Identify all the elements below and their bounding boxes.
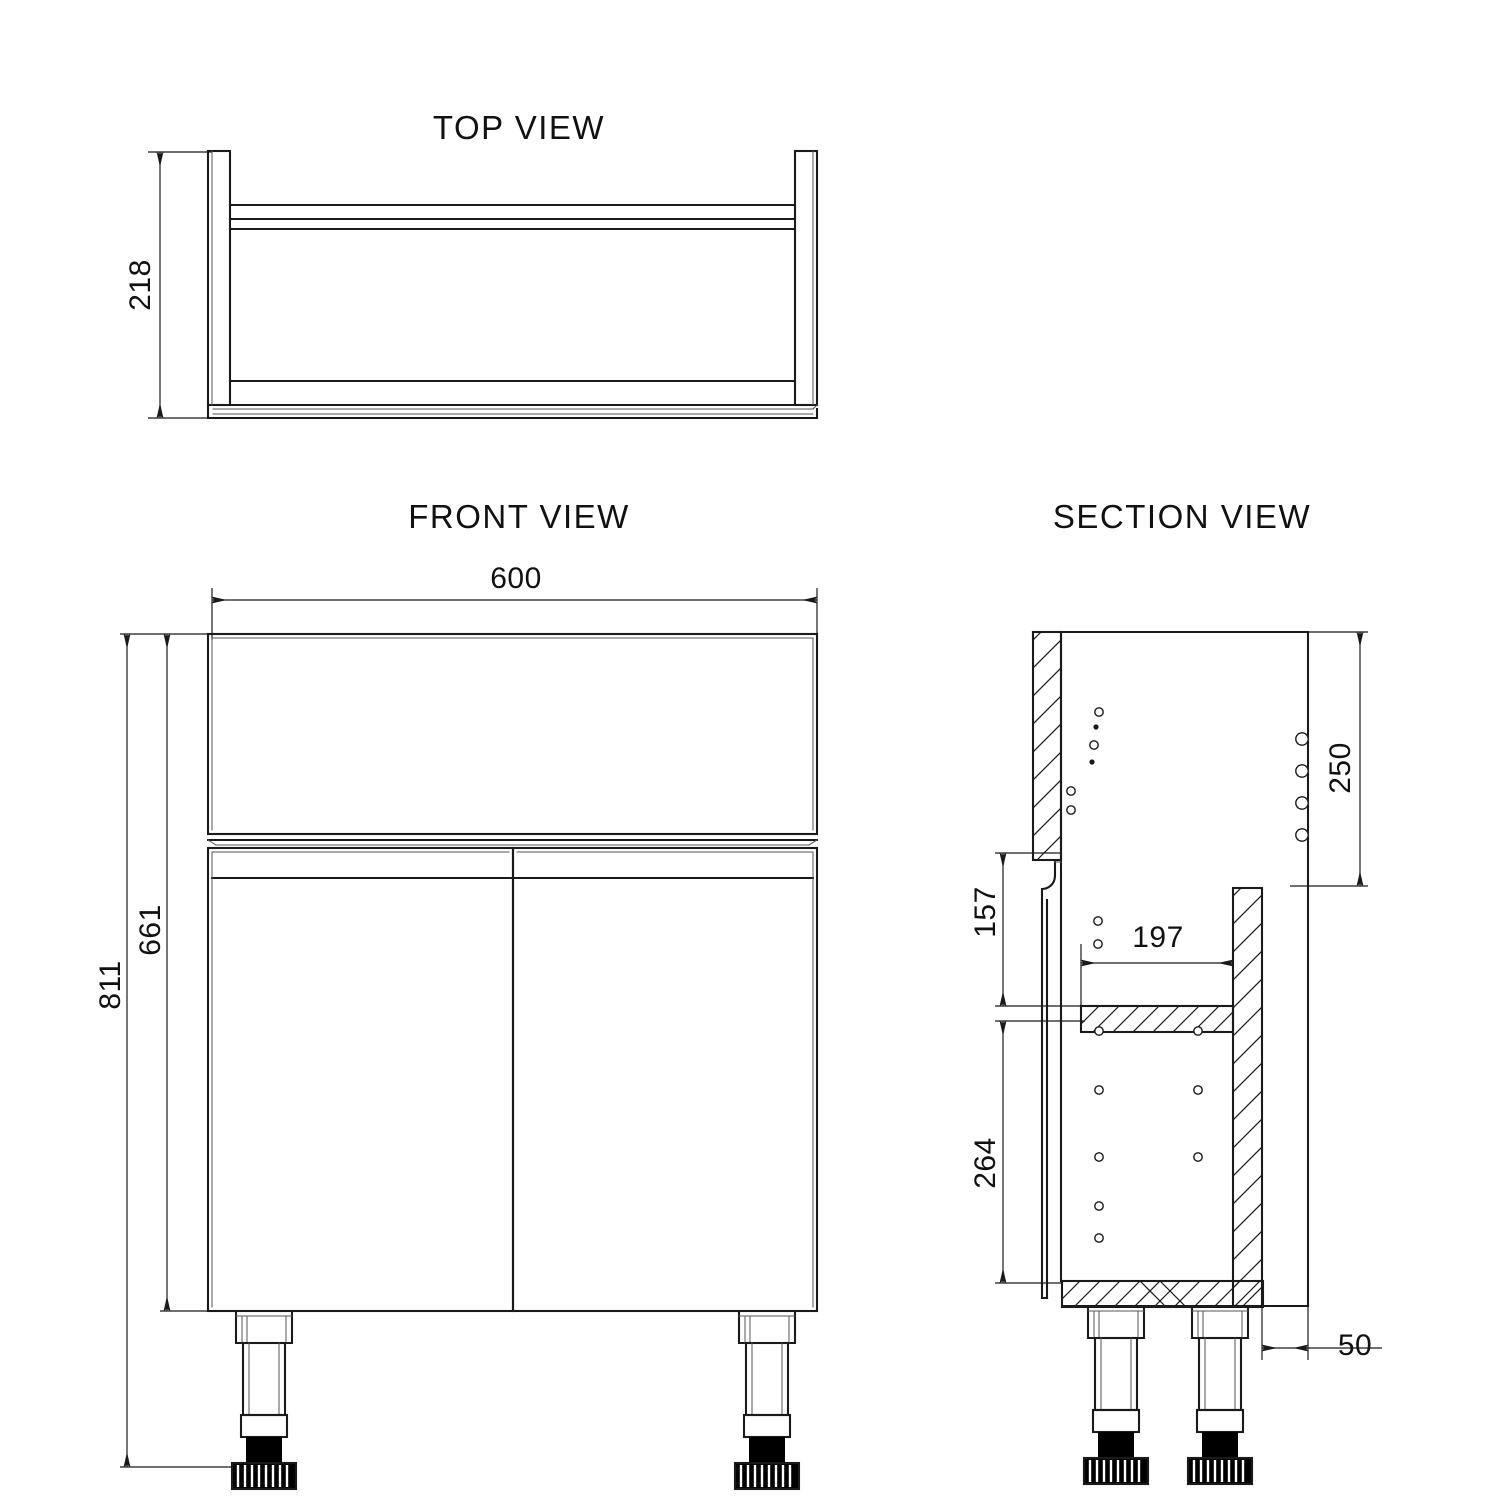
dimension-label-section-door-upper: 157 — [969, 886, 1002, 938]
dimension-front-total-height — [120, 633, 250, 1468]
dimension-label-section-plinth-setback: 50 — [1338, 1329, 1372, 1362]
section-back-panel — [1231, 886, 1264, 1308]
dimension-front-width — [211, 588, 818, 640]
top-view-title: TOP VIEW — [433, 109, 605, 146]
dimension-label-section-drawer-height: 250 — [1324, 742, 1357, 794]
dimension-section-door-lower — [995, 1020, 1085, 1284]
section-carcase-outline — [1031, 630, 1310, 1308]
front-view-group — [120, 588, 819, 1491]
front-leg-left — [230, 1311, 298, 1491]
dimension-section-door-upper — [995, 852, 1085, 1007]
front-door-right — [511, 846, 819, 1313]
section-drill-holes-right — [1295, 732, 1309, 842]
dimension-section-shelf-depth — [1080, 944, 1234, 1006]
dimension-section-drawer-height — [1290, 631, 1368, 887]
front-drawer-panel — [206, 632, 819, 836]
section-view-group — [995, 630, 1382, 1486]
section-view-title: SECTION VIEW — [1053, 498, 1311, 535]
dimension-label-front-total-height: 811 — [94, 960, 127, 1009]
section-drill-holes-left — [1066, 707, 1203, 1243]
dimension-label-top-depth: 218 — [124, 259, 157, 311]
dimension-top-depth — [148, 151, 212, 419]
section-door-panel — [1040, 860, 1062, 1300]
dimension-front-body-height — [160, 634, 250, 1312]
dimension-section-plinth-setback — [1261, 1306, 1382, 1360]
dimension-label-front-body-height: 661 — [134, 904, 167, 956]
top-view-carcase — [206, 149, 819, 420]
front-leg-right — [733, 1311, 801, 1491]
section-leg-left — [1082, 1306, 1150, 1486]
front-rail-gap — [206, 838, 819, 846]
top-view-group — [148, 149, 819, 420]
section-leg-right — [1186, 1306, 1254, 1486]
dimension-label-front-width: 600 — [490, 562, 542, 595]
front-door-left — [206, 846, 515, 1313]
dimension-label-section-door-lower: 264 — [969, 1137, 1002, 1189]
section-base-panel — [1060, 1279, 1265, 1309]
dimension-label-section-shelf-depth: 197 — [1132, 921, 1184, 954]
front-view-title: FRONT VIEW — [408, 498, 630, 535]
section-shelf — [1079, 1004, 1235, 1034]
